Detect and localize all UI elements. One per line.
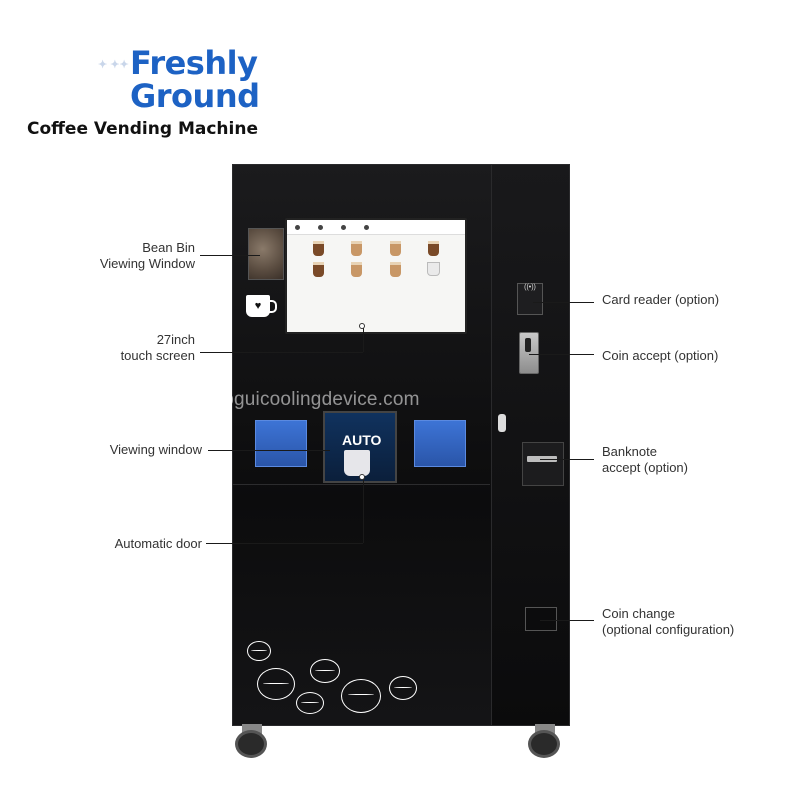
label-line: accept (option) — [602, 460, 688, 475]
drink-tile[interactable] — [299, 262, 338, 277]
page-subtitle: Coffee Vending Machine — [27, 119, 258, 139]
drink-tile[interactable] — [299, 241, 338, 256]
headline-line-2: Ground — [130, 77, 260, 115]
label-line: touch screen — [120, 348, 195, 363]
coffee-cup-icon — [351, 262, 363, 277]
automatic-door[interactable] — [323, 411, 397, 483]
callout-line-bean-bin — [200, 255, 260, 256]
coffee-cup-icon — [389, 262, 401, 277]
coffee-cup-icon — [312, 262, 324, 277]
faint-watermark-logo: ✦ ✦✦ — [98, 59, 129, 71]
label-automatic-door: Automatic door — [114, 536, 202, 551]
label-coin-accept: Coin accept (option) — [602, 348, 719, 363]
label-line: Viewing Window — [99, 256, 195, 271]
callout-line-touch-screen — [363, 326, 364, 352]
label-bean-bin: Bean Bin Viewing Window — [60, 240, 195, 272]
screen-topbar — [287, 220, 465, 235]
callout-line-touch-screen — [200, 352, 363, 353]
watermark-text: shuoguicoolingdevice.com — [192, 389, 420, 410]
wheel-icon — [235, 730, 267, 758]
coffee-cup-icon — [427, 262, 441, 276]
coin-accept-slot[interactable] — [519, 332, 539, 374]
label-line: (optional configuration) — [602, 622, 735, 637]
coffee-bean-icon — [341, 679, 381, 713]
callout-line-viewing-window — [208, 450, 330, 451]
nav-icon — [364, 224, 369, 230]
callout-line-coin-accept — [529, 354, 594, 355]
coffee-bean-icon — [247, 641, 271, 661]
label-card-reader: Card reader (option) — [602, 292, 720, 307]
viewing-window-right — [414, 420, 466, 467]
drink-tile[interactable] — [338, 262, 377, 277]
coffee-bean-icon — [296, 692, 324, 714]
drink-tile[interactable] — [338, 241, 377, 256]
coffee-bean-icon — [310, 659, 340, 683]
coin-slot-hole — [525, 338, 531, 352]
viewing-window-left — [255, 420, 307, 467]
coffee-bean-icon — [389, 676, 417, 700]
wheel-mount — [535, 724, 555, 734]
label-line: Coin change — [602, 606, 675, 621]
wheel-mount — [242, 724, 262, 734]
label-line: 27inch — [156, 332, 195, 347]
cup-handle-icon — [268, 300, 277, 313]
coin-change-tray[interactable] — [525, 607, 557, 631]
nav-icon — [318, 224, 323, 230]
door-auto-label: AUTO — [342, 432, 382, 448]
banknote-acceptor[interactable] — [522, 442, 564, 486]
drink-tile[interactable] — [376, 262, 415, 277]
bean-bin-window — [248, 228, 284, 280]
callout-line-automatic-door — [206, 543, 363, 544]
callout-dot — [359, 474, 365, 480]
nav-icon — [295, 224, 300, 230]
headline-line-1: Freshly — [130, 44, 258, 82]
dispensed-cup — [344, 450, 370, 476]
callout-line-banknote — [540, 459, 594, 460]
drink-grid — [287, 235, 465, 277]
callout-line-coin-change — [540, 620, 594, 621]
drink-tile[interactable] — [415, 241, 454, 256]
callout-line-card-reader — [533, 302, 594, 303]
label-banknote: Banknote accept (option) — [602, 444, 688, 476]
contactless-icon: ((•)) — [524, 284, 536, 291]
coffee-bean-icon — [257, 668, 295, 700]
coffee-cup-icon — [389, 241, 401, 256]
cabinet-seam — [232, 484, 490, 485]
nav-icon — [341, 224, 346, 230]
cup-heart-icon: ♥ — [246, 295, 270, 317]
label-coin-change: Coin change (optional configuration) — [602, 606, 734, 638]
label-line: Bean Bin — [142, 240, 195, 255]
label-line: Banknote — [602, 444, 657, 459]
coffee-cup-icon — [312, 241, 324, 256]
coffee-cup-icon — [351, 241, 363, 256]
label-touch-screen: 27inch touch screen — [60, 332, 195, 364]
touch-screen[interactable] — [285, 218, 467, 334]
card-reader[interactable]: ((•)) — [517, 283, 543, 315]
callout-line-automatic-door — [363, 477, 364, 543]
drink-tile[interactable] — [415, 262, 454, 277]
key-lock-icon — [498, 414, 506, 432]
callout-dot — [359, 323, 365, 329]
drink-tile[interactable] — [376, 241, 415, 256]
wheel-icon — [528, 730, 560, 758]
label-viewing-window: Viewing window — [109, 442, 202, 457]
coffee-cup-icon — [428, 241, 440, 256]
